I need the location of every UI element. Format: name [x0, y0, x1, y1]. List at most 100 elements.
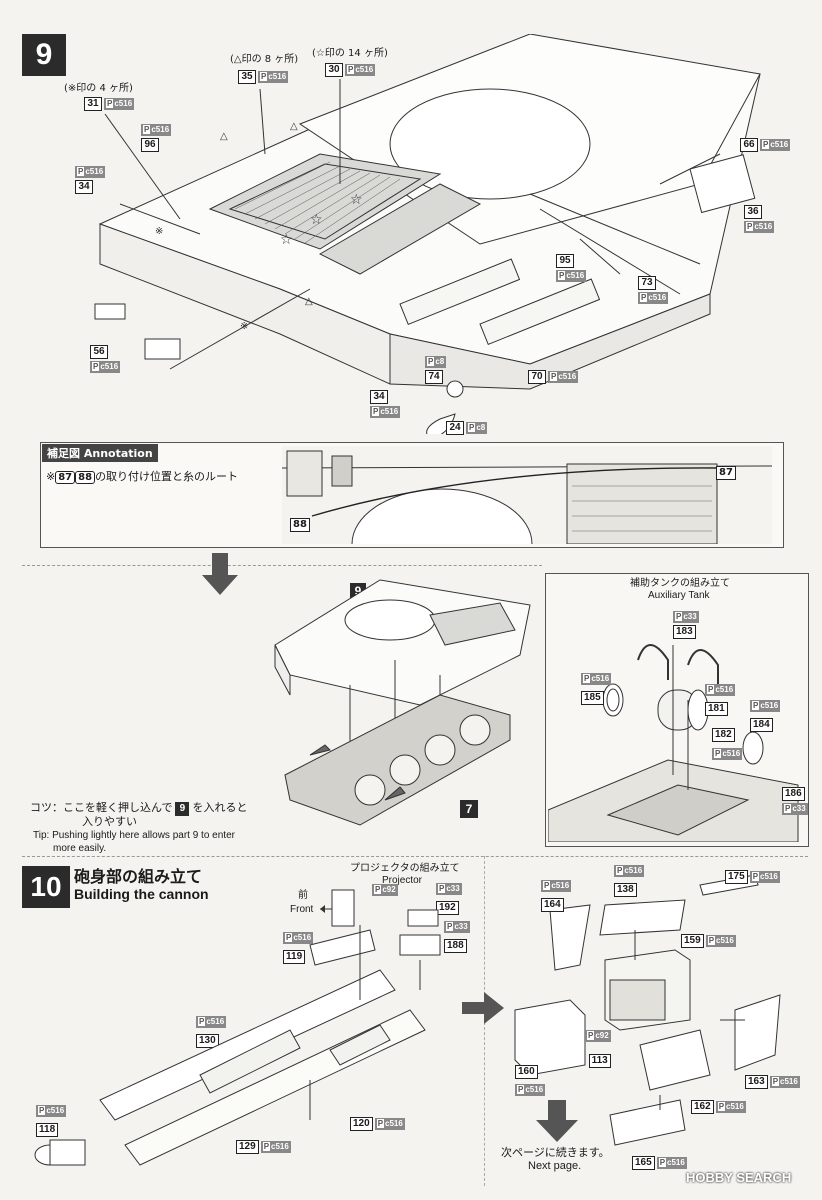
annotation-drawing — [282, 446, 772, 544]
aux-tank-title-en: Auxiliary Tank — [648, 590, 710, 601]
next-page-en: Next page. — [528, 1160, 582, 1172]
part-code: c516 — [558, 372, 577, 381]
svg-text:△: △ — [305, 296, 313, 307]
tip-en-line2: more easily. — [53, 843, 107, 854]
kome-mark: ※ — [46, 470, 56, 483]
part-number: 165 — [632, 1156, 655, 1170]
svg-text:☆: ☆ — [280, 232, 293, 248]
part-number: 162 — [691, 1100, 714, 1114]
part-number: 183 — [673, 625, 696, 639]
part-number: 34 — [370, 390, 388, 404]
part-number: 96 — [141, 138, 159, 152]
part-code: c516 — [591, 674, 610, 683]
part-number: 30 — [325, 63, 343, 77]
watermark-text: HOBBY SEARCH — [686, 1170, 792, 1185]
part-code: c516 — [566, 271, 585, 280]
projector-title-jp: プロジェクタの組み立て — [350, 863, 460, 874]
ref-step-7: 7 — [460, 800, 478, 818]
projector-title-en: Projector — [382, 875, 423, 886]
callout-88: 88 — [290, 518, 310, 532]
annotation-description: の取り付け位置と糸のルート — [95, 470, 239, 483]
part-code: c516 — [722, 749, 741, 758]
projector-assembly-drawing — [514, 874, 781, 1146]
annotation-title-jp: 補足図 — [47, 447, 80, 460]
svg-text:☆: ☆ — [310, 212, 323, 228]
part-number: 70 — [528, 370, 546, 384]
annotation-title-en: Annotation — [83, 447, 153, 460]
part-code: c516 — [648, 293, 667, 302]
part-code: c516 — [46, 1106, 65, 1115]
part-number: 88 — [75, 471, 96, 484]
aux-tank-drawing — [548, 644, 799, 842]
part-number: 185 — [581, 691, 604, 705]
step10-divider — [22, 856, 808, 857]
part-code: c516 — [551, 881, 570, 890]
step10-number: 10 — [22, 866, 70, 908]
part-code: c516 — [380, 407, 399, 416]
front-label-en: Front — [290, 904, 314, 915]
part-number: 95 — [556, 254, 574, 268]
aux-tank-title-jp: 補助タンクの組み立て — [630, 578, 730, 589]
step10-title-jp: 砲身部の組み立て — [74, 867, 203, 886]
part-code: c516 — [760, 872, 778, 881]
part-code: c33 — [792, 804, 806, 813]
part-code: c516 — [715, 685, 734, 694]
part-code: c92 — [382, 885, 396, 894]
part-code: c516 — [624, 866, 643, 875]
part-code: c516 — [151, 125, 170, 134]
part-code: c516 — [525, 1085, 544, 1094]
part-number: 120 — [350, 1117, 373, 1131]
part-number: 24 — [446, 421, 464, 435]
part-code: c33 — [683, 612, 697, 621]
part-code: c516 — [268, 72, 287, 81]
next-page-arrow-icon — [536, 1100, 578, 1142]
part-number: 159 — [681, 934, 704, 948]
tip-ref-step: 9 — [175, 801, 190, 816]
tip-en: Tip: Pushing lightly here allows part 9 … — [33, 829, 235, 855]
part-number: 119 — [283, 950, 306, 964]
cannon-drawing — [34, 889, 441, 1166]
annotation-title: 補足図 Annotation — [42, 444, 158, 462]
note-star-count: (☆印の 14 ヶ所) — [312, 48, 388, 59]
part-number: 184 — [750, 718, 773, 732]
part-number: 192 — [436, 901, 459, 915]
part-code: c8 — [435, 357, 445, 366]
section-divider — [22, 565, 542, 566]
part-code: c516 — [667, 1158, 685, 1167]
next-page-jp: 次ページに続きます。 — [501, 1146, 610, 1159]
part-code: c516 — [85, 167, 104, 176]
part-code: c516 — [754, 222, 773, 231]
down-arrow-icon — [202, 553, 238, 595]
svg-text:☆: ☆ — [350, 192, 363, 208]
part-number: 188 — [444, 939, 467, 953]
part-code: c516 — [770, 140, 789, 149]
part-number: 118 — [36, 1123, 59, 1137]
part-code: c516 — [100, 362, 119, 371]
part-number: 74 — [425, 370, 443, 384]
assembly-drawing — [274, 579, 531, 826]
part-number: 56 — [90, 345, 108, 359]
part-code: c516 — [780, 1077, 798, 1086]
